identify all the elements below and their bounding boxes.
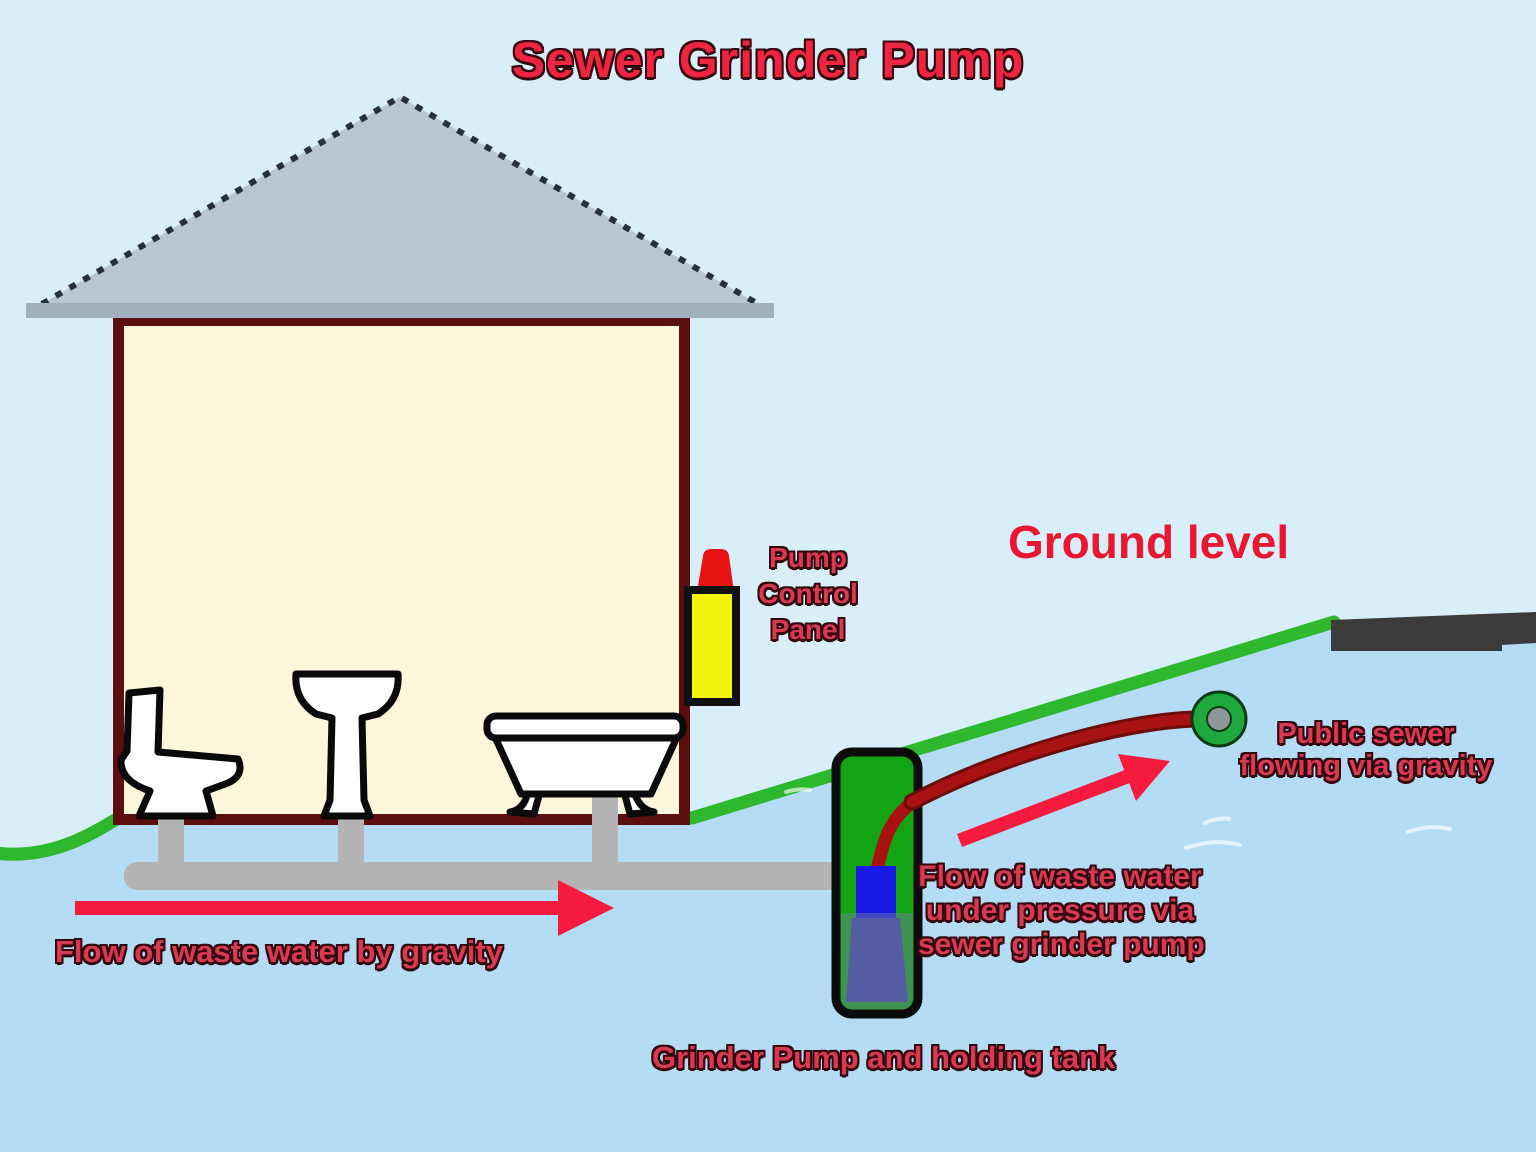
pump-control-panel-figure: [684, 549, 740, 706]
pressure-flow-arrow: [957, 754, 1170, 847]
pressure-flow-label-line1: Flow of waste water: [918, 860, 1202, 893]
public-sewer-label: Public sewer flowing via gravity: [1226, 718, 1506, 782]
public-sewer-label-line2: flowing via gravity: [1239, 750, 1493, 782]
tank-outline: [831, 747, 923, 1019]
sink-figure: [292, 670, 402, 820]
bathtub-figure: [483, 712, 687, 818]
pressure-pipe: [903, 710, 1203, 811]
tank-water-level: [841, 913, 913, 1010]
pump-control-panel-label-line2: Control: [758, 578, 858, 609]
pump-control-panel-label-line1: Pump: [769, 542, 847, 573]
road-surface: [1331, 612, 1536, 651]
tub-rim: [483, 712, 687, 742]
roof: [26, 93, 774, 318]
ground-level-label: Ground level: [1008, 516, 1290, 568]
pressure-flow-label-line3: sewer grinder pump: [918, 928, 1205, 961]
water-sheen-streaks: [784, 787, 1452, 850]
gravity-flow-arrow: [75, 880, 614, 936]
pressure-flow-label: Flow of waste water under pressure via s…: [918, 860, 1205, 962]
panel-box: [684, 586, 740, 706]
panel-alarm-cap: [697, 549, 734, 592]
holding-tank-figure: [831, 747, 923, 1019]
grinder-tank-label: Grinder Pump and holding tank: [652, 1040, 1116, 1075]
roof-eave-band: [26, 303, 774, 318]
public-sewer-label-line1: Public sewer: [1277, 718, 1455, 750]
pressure-flow-label-line2: under pressure via: [925, 894, 1195, 927]
tub-body: [491, 733, 681, 798]
grinder-pump: [856, 866, 896, 920]
pump-control-panel-label-line3: Panel: [770, 614, 846, 645]
gravity-flow-label: Flow of waste water by gravity: [55, 934, 503, 969]
toilet-figure: [117, 686, 244, 820]
pump-base: [846, 918, 908, 1002]
diagram-title: Sewer Grinder Pump: [511, 32, 1025, 88]
public-sewer-manhole: [1190, 690, 1248, 748]
pump-control-panel-label: Pump Control Panel: [740, 540, 876, 648]
